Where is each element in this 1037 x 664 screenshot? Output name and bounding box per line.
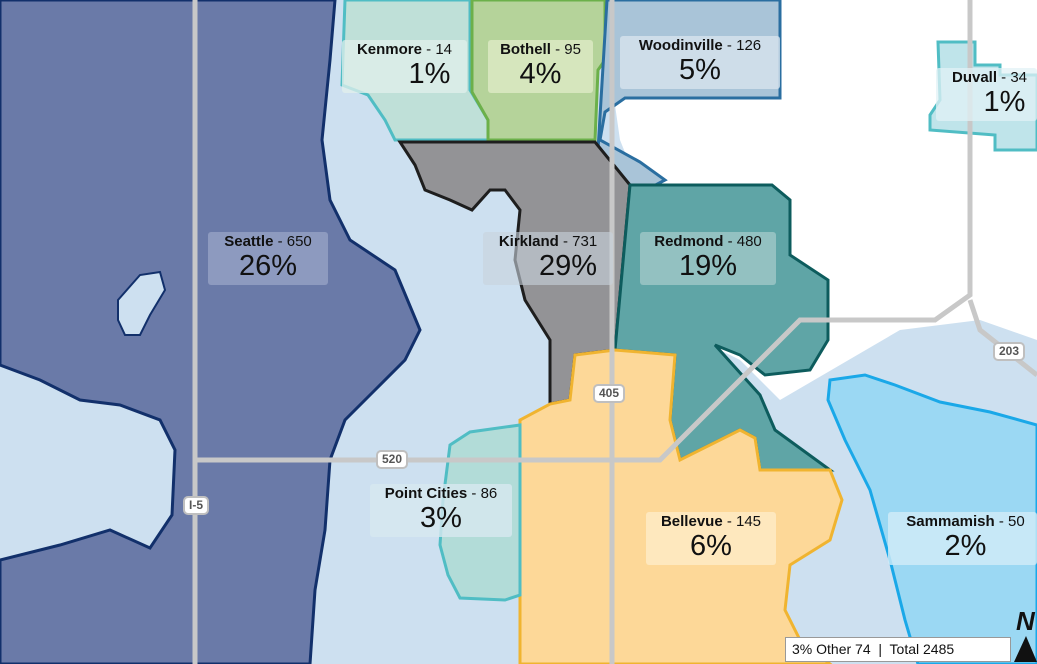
seattle-lake bbox=[117, 270, 167, 336]
label-bothell: Bothell - 95 4% bbox=[488, 40, 593, 94]
road-shield-i5: I-5 bbox=[183, 496, 210, 516]
label-kirkland: Kirkland - 731 29% bbox=[483, 232, 613, 286]
road-shield-203: 203 bbox=[993, 342, 1026, 362]
road-shield-405: 405 bbox=[593, 384, 626, 404]
label-duvall: Duvall - 34 1% bbox=[936, 68, 1037, 122]
region-seattle bbox=[0, 0, 422, 664]
label-seattle: Seattle - 650 26% bbox=[208, 232, 328, 286]
north-letter: N bbox=[1016, 606, 1036, 636]
totals-footer: 3% Other 74 | Total 2485 bbox=[785, 637, 1011, 662]
label-bellevue: Bellevue - 145 6% bbox=[646, 512, 776, 566]
label-point-cities: Point Cities - 86 3% bbox=[370, 484, 512, 538]
road-520 bbox=[195, 0, 973, 463]
label-sammamish: Sammamish - 50 2% bbox=[888, 512, 1037, 566]
totals-text: 3% Other 74 | Total 2485 bbox=[792, 641, 955, 657]
roads bbox=[192, 0, 1037, 664]
label-redmond: Redmond - 480 19% bbox=[640, 232, 776, 286]
road-shield-520: 520 bbox=[376, 450, 409, 470]
north-arrow-icon: N bbox=[1014, 606, 1037, 662]
label-kenmore: Kenmore - 14 1% bbox=[342, 40, 467, 94]
label-woodinville: Woodinville - 126 5% bbox=[620, 36, 780, 90]
